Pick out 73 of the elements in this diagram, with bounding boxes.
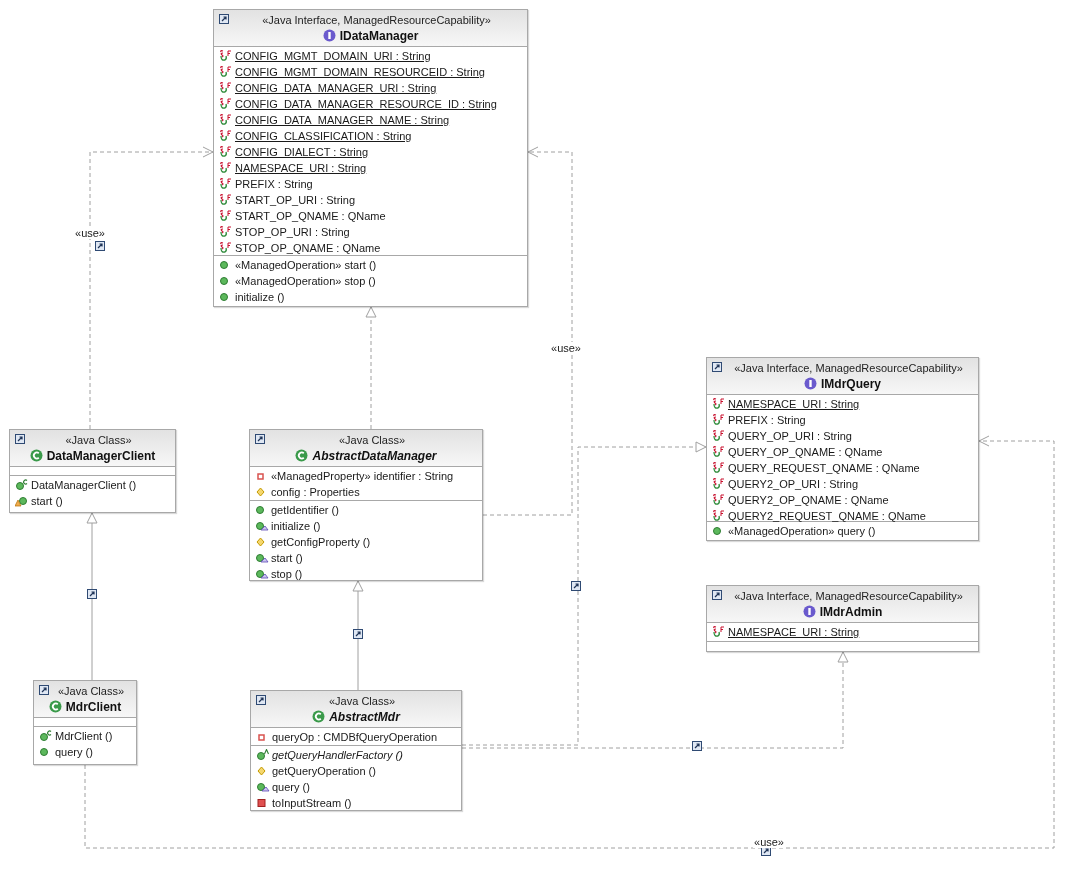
stereotype-label: «Java Class» [64, 432, 132, 448]
class-box [706, 357, 979, 541]
attribute-text: CONFIG_MGMT_DOMAIN_URI : String [235, 48, 431, 64]
edge-label: «use» [74, 227, 106, 239]
method-text: DataManagerClient () [31, 477, 137, 493]
method-text: getIdentifier () [271, 502, 339, 518]
attribute-text: START_OP_QNAME : QName [235, 208, 386, 224]
attribute-text: START_OP_URI : String [235, 192, 356, 208]
realization-arrow [461, 651, 849, 749]
generalization-arrow [352, 580, 364, 691]
class-name: DataManagerClient [46, 447, 156, 464]
attribute-text: QUERY_OP_QNAME : QName [728, 444, 883, 460]
attribute-text: queryOp : CMDBfQueryOperation [272, 729, 438, 745]
attribute-text: QUERY2_OP_URI : String [728, 476, 858, 492]
attribute-text: CONFIG_DIALECT : String [235, 144, 369, 160]
method-text: query () [272, 780, 310, 796]
attribute-text: config : Properties [271, 484, 360, 500]
class-name: AbstractMdr [329, 708, 400, 725]
attribute-text: CONFIG_DATA_MANAGER_NAME : String [235, 112, 450, 128]
method-text: getConfigProperty () [271, 534, 371, 550]
generalization-arrow [86, 512, 98, 681]
dependency-arrow [89, 146, 214, 430]
attribute-text: NAMESPACE_URI : String [728, 396, 860, 412]
attribute-text: NAMESPACE_URI : String [235, 160, 367, 176]
stereotype-label: «Java Interface, ManagedResourceCapability» [733, 588, 963, 604]
class-name: MdrClient [65, 698, 122, 715]
attribute-text: CONFIG_MGMT_DOMAIN_RESOURCEID : String [235, 64, 485, 80]
method-text: «ManagedOperation» query () [728, 524, 876, 540]
attribute-text: QUERY2_OP_QNAME : QName [728, 492, 889, 508]
method-text: initialize () [271, 518, 321, 534]
attribute-text: NAMESPACE_URI : String [728, 624, 860, 640]
attribute-text: QUERY_OP_URI : String [728, 428, 852, 444]
class-box [33, 680, 137, 765]
method-text: getQueryOperation () [272, 764, 376, 780]
attribute-text: CONFIG_DATA_MANAGER_RESOURCE_ID : String [235, 96, 497, 112]
method-text: «ManagedOperation» stop () [235, 274, 376, 290]
class-box [249, 429, 483, 581]
dependency-arrow [482, 146, 573, 516]
attribute-text: «ManagedProperty» identifier : String [271, 468, 454, 484]
class-box [213, 9, 528, 307]
realization-arrow [365, 306, 377, 430]
stereotype-label: «Java Class» [56, 683, 124, 699]
class-name: IMdrAdmin [819, 603, 883, 620]
stereotype-label: «Java Interface, ManagedResourceCapability» [261, 12, 491, 28]
attribute-text: STOP_OP_QNAME : QName [235, 240, 381, 256]
attribute-text: PREFIX : String [235, 176, 313, 192]
method-text: start () [31, 493, 63, 509]
method-text: «ManagedOperation» start () [235, 258, 377, 274]
method-text: getQueryHandlerFactory () [272, 748, 403, 764]
method-text: start () [271, 550, 303, 566]
class-name: IMdrQuery [821, 375, 881, 392]
attribute-text: STOP_OP_URI : String [235, 224, 350, 240]
attribute-text: QUERY_REQUEST_QNAME : QName [728, 460, 920, 476]
stereotype-label: «Java Class» [337, 432, 405, 448]
dependency-arrow [84, 435, 1055, 849]
realization-arrow [461, 441, 707, 746]
attribute-text: CONFIG_CLASSIFICATION : String [235, 128, 412, 144]
stereotype-label: «Java Class» [327, 693, 395, 709]
class-box [9, 429, 176, 513]
method-text: stop () [271, 566, 303, 582]
class-name: AbstractDataManager [312, 447, 437, 464]
attribute-text: CONFIG_DATA_MANAGER_URI : String [235, 80, 437, 96]
class-box [706, 585, 979, 652]
stereotype-label: «Java Interface, ManagedResourceCapability» [733, 360, 963, 376]
edge-label: «use» [550, 342, 582, 354]
method-text: toInputStream () [272, 796, 352, 812]
method-text: MdrClient () [55, 728, 113, 744]
class-box [250, 690, 462, 811]
method-text: initialize () [235, 290, 285, 306]
attribute-text: PREFIX : String [728, 412, 806, 428]
class-name: IDataManager [339, 27, 419, 44]
method-text: query () [55, 744, 93, 760]
attribute-text: QUERY2_REQUEST_QNAME : QName [728, 508, 926, 524]
